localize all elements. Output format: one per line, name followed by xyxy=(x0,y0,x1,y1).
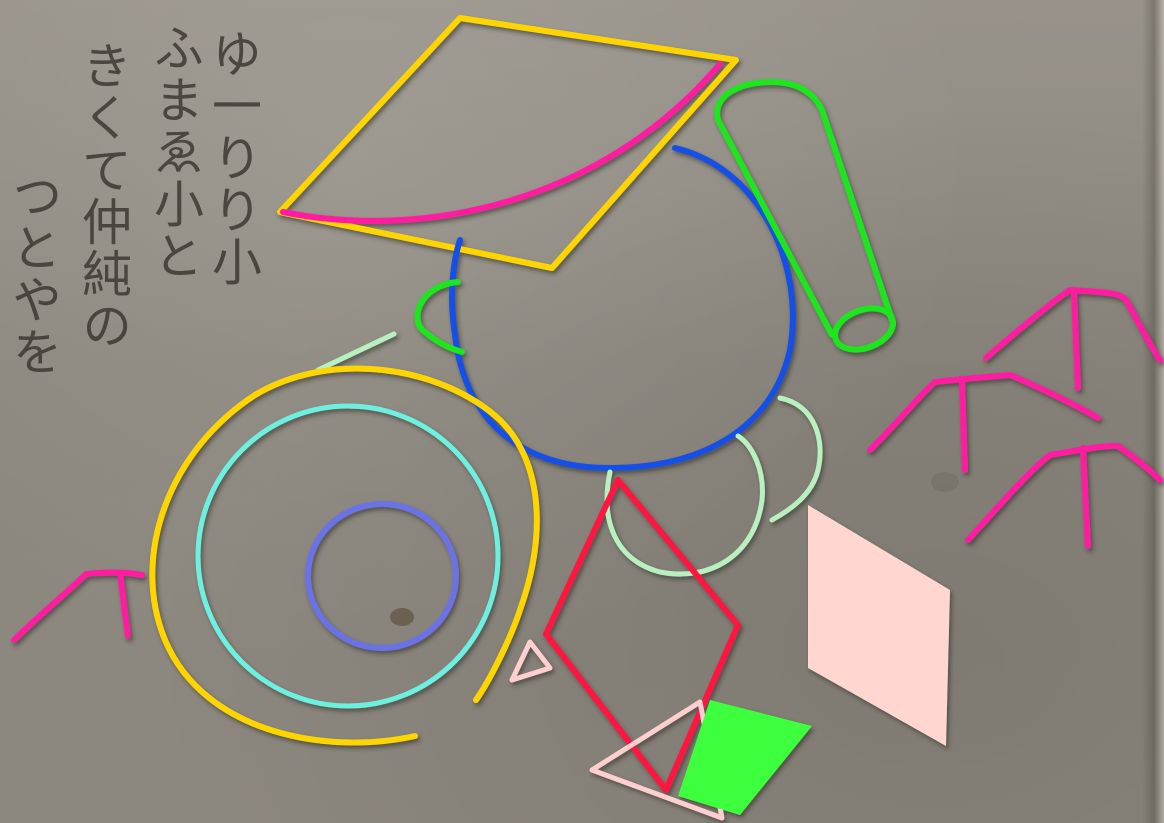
yellow-parallelogram xyxy=(280,18,736,268)
periwinkle-inner-circle xyxy=(308,504,456,648)
green-cylinder xyxy=(717,82,892,335)
magenta-tent-left xyxy=(14,573,142,640)
magenta-tent-bottom xyxy=(968,446,1160,546)
small-pink-triangle xyxy=(512,642,550,680)
paper-stain xyxy=(390,608,414,626)
yellow-outer-circle xyxy=(152,369,536,743)
mint-line xyxy=(318,334,394,370)
paper-stain xyxy=(931,472,959,492)
magenta-tent-middle xyxy=(870,375,1098,470)
mint-arc-right xyxy=(772,398,820,520)
pale-pink-shape xyxy=(808,505,950,746)
